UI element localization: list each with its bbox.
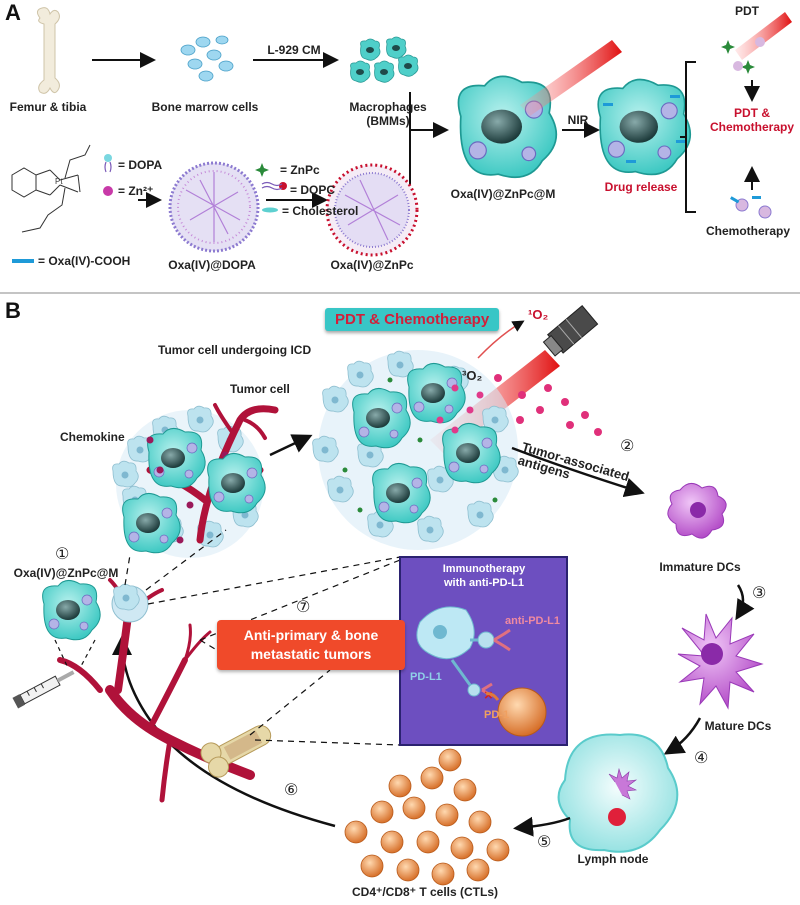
step-3: ③ — [752, 583, 767, 602]
femur-bone-icon — [36, 7, 60, 94]
pdl1-label: PD-L1 — [410, 671, 442, 683]
zn-legend-icon — [103, 186, 113, 196]
macrophages-icon — [350, 36, 419, 83]
t-cells-label: CD4⁺/CD8⁺ T cells (CTLs) — [351, 885, 499, 899]
t-cells-group — [344, 748, 510, 886]
oxa-dopa-particle-icon — [168, 161, 260, 253]
oxa-znpc-m-label: Oxa(IV)@ZnPc@M — [450, 187, 556, 201]
lymph-node-label: Lymph node — [577, 852, 649, 866]
pdt-chemo-box: PDT & Chemotherapy — [325, 308, 500, 331]
step-4: ④ — [694, 748, 709, 767]
nir-label: NIR — [567, 113, 589, 127]
oxa-znpc-label: Oxa(IV)@ZnPc — [330, 258, 414, 272]
femur-label: Femur & tibia — [9, 100, 87, 114]
bone-marrow-label: Bone marrow cells — [151, 100, 259, 114]
tumor-cell-label: Tumor cell — [230, 382, 290, 396]
macrophages-label: Macrophages (BMMs) — [349, 100, 427, 128]
step-6: ⑥ — [284, 780, 299, 799]
pdt-mechanism-icon — [721, 12, 792, 74]
oxa-dopa-label: Oxa(IV)@DOPA — [168, 258, 256, 272]
oxa-molecule-icon — [11, 144, 91, 233]
panel-b-letter: B — [5, 298, 21, 323]
primary-tumor-cluster — [112, 403, 279, 558]
tumor-icd-label: Tumor cell undergoing ICD — [158, 343, 312, 357]
anti-pdl1-label: anti-PD-L1 — [505, 615, 560, 627]
triplet-oxygen-label: ³O₂ — [462, 368, 483, 383]
immunotherapy-label: Immunotherapy with anti-PD-L1 — [442, 563, 526, 589]
treated-tumor-cluster — [312, 350, 519, 550]
metastatic-bone-icon — [200, 725, 272, 778]
drug-release-label: Drug release — [604, 180, 678, 194]
immature-dc-icon — [667, 483, 727, 539]
vessel-tumor-cluster — [111, 583, 149, 623]
svg-text:×: × — [484, 687, 493, 704]
step-7: ⑦ — [296, 597, 311, 616]
oxa-znpc-m-label-b: Oxa(IV)@ZnPc@M — [13, 566, 119, 580]
immature-dcs-label: Immature DCs — [659, 560, 741, 574]
bone-marrow-cells-icon — [180, 35, 234, 82]
legend-dopa: = DOPA — [118, 158, 163, 172]
znpc-legend-icon — [255, 163, 269, 177]
dopc-legend-icon — [261, 181, 287, 191]
oxa-znpc-particle-icon — [325, 163, 419, 257]
pd1-label: PD-1 — [484, 709, 510, 721]
chemotherapy-label: Chemotherapy — [705, 224, 791, 238]
legend-zn: = Zn²⁺ — [118, 184, 154, 198]
injected-oxa-cell-icon — [42, 579, 101, 641]
anti-tumor-pill: Anti-primary & bone metastatic tumors — [217, 620, 405, 670]
injection-syringe-icon — [12, 670, 75, 709]
step-5: ⑤ — [537, 832, 552, 851]
lymph-node-icon — [557, 733, 679, 853]
svg-text:Pt: Pt — [55, 177, 63, 186]
mature-dcs-label: Mature DCs — [704, 719, 772, 733]
chemokine-label: Chemokine — [60, 430, 125, 444]
mature-dc-icon — [677, 613, 764, 710]
panel-a-letter: A — [5, 0, 21, 25]
drug-release-cell-icon — [597, 78, 692, 176]
cm-label: L-929 CM — [267, 43, 321, 57]
legend-oxa-cooh: = Oxa(IV)-COOH — [38, 254, 131, 268]
dopa-legend-icon — [104, 154, 112, 173]
nir-laser-beam — [520, 40, 622, 116]
legend-dopc: = DOPC — [290, 183, 336, 197]
oxa-cooh-legend-icon — [12, 259, 34, 263]
step-2: ② — [620, 436, 635, 455]
singlet-oxygen-label: ¹O₂ — [528, 307, 549, 322]
released-drugs-icon — [603, 95, 686, 163]
legend-znpc: = ZnPc — [280, 163, 320, 177]
immunotherapy-panel: × — [399, 556, 568, 746]
step-1: ① — [55, 544, 70, 563]
cholesterol-legend-icon — [262, 207, 278, 213]
pdt-chemo-label: PDT & Chemotherapy — [709, 106, 795, 134]
pdt-label: PDT — [735, 4, 759, 18]
legend-cholesterol: = Cholesterol — [282, 204, 359, 218]
chemo-mechanism-icon — [730, 196, 772, 219]
tumor-antigens — [494, 374, 602, 436]
